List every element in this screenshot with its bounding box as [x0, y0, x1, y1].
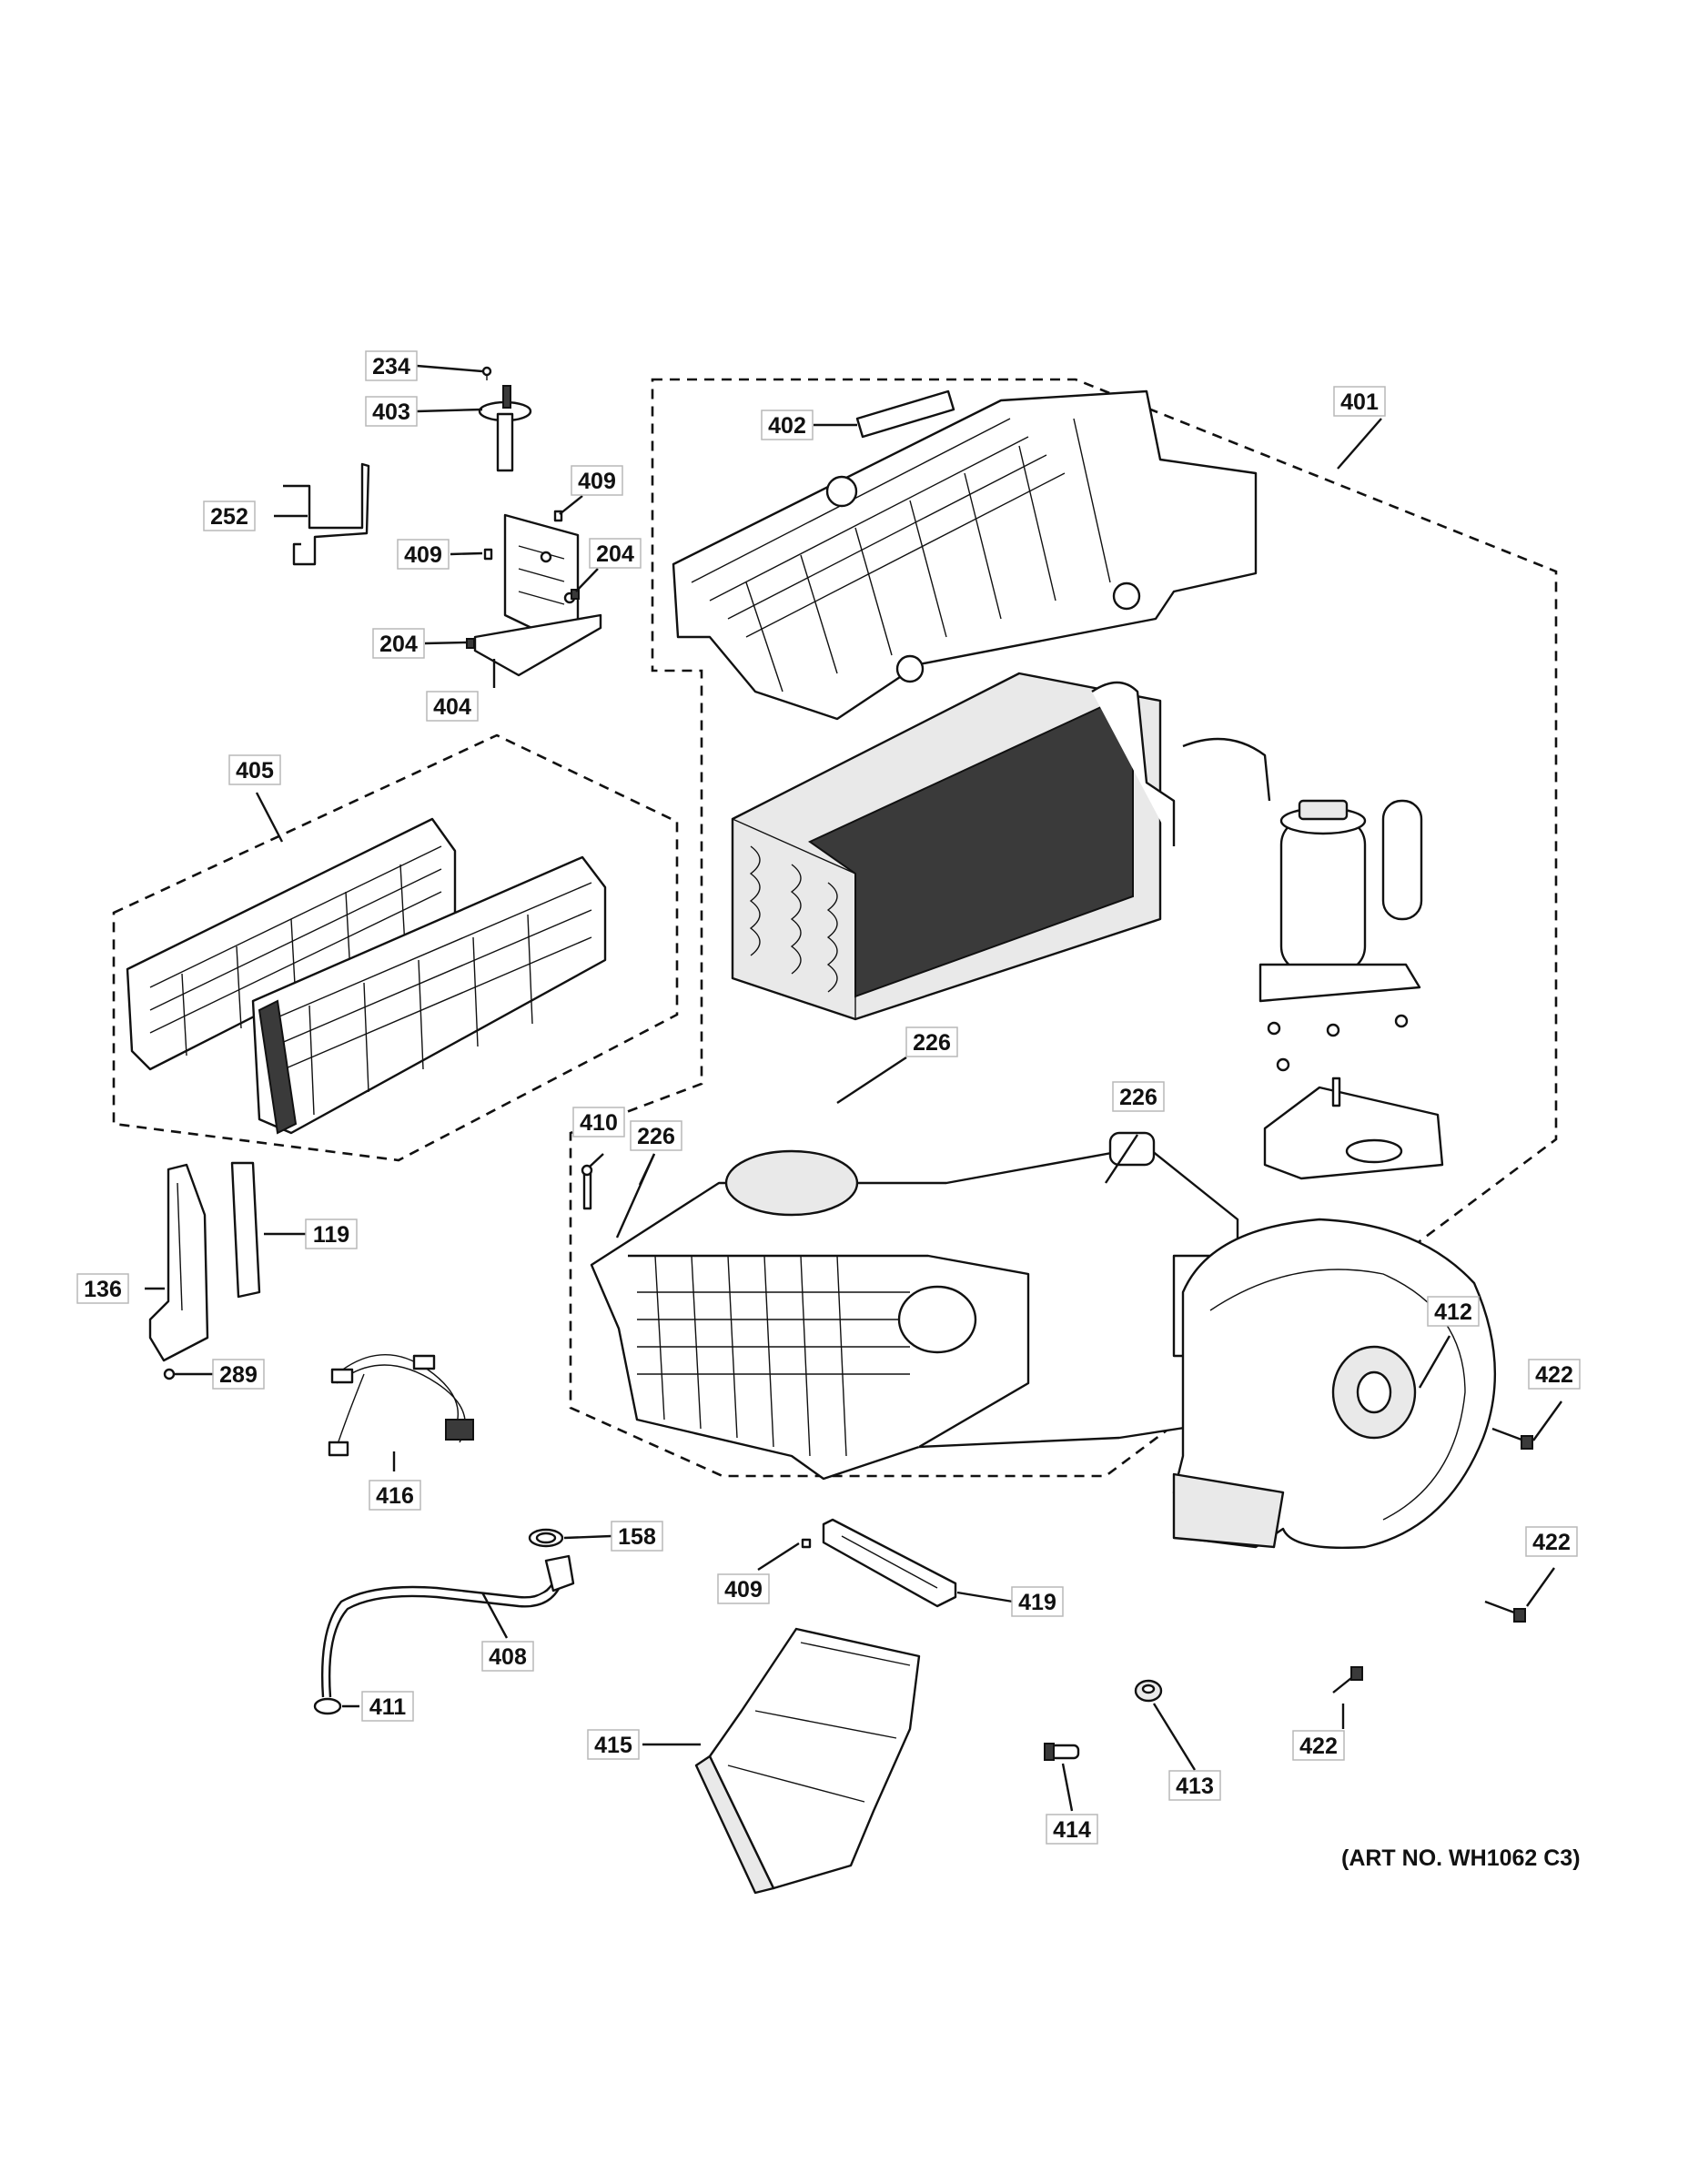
callout-119: 119	[305, 1218, 358, 1249]
bracket-419	[822, 1518, 957, 1608]
screw-409-mid	[483, 548, 493, 561]
svg-text:204: 204	[596, 541, 634, 567]
callout-204-left: 204	[372, 628, 425, 659]
clamp-158	[528, 1528, 564, 1548]
svg-text:252: 252	[210, 504, 248, 530]
callout-414: 414	[1046, 1814, 1098, 1845]
callout-410: 410	[572, 1107, 625, 1138]
svg-text:226: 226	[637, 1124, 675, 1149]
screw-204-right	[571, 589, 580, 600]
callout-422-low: 422	[1292, 1730, 1345, 1761]
callout-412: 412	[1427, 1296, 1480, 1327]
heat-exchanger-coil	[731, 672, 1271, 1021]
grommet-413	[1134, 1679, 1163, 1703]
filter-405-front	[251, 855, 607, 1135]
foam-strip-402	[855, 389, 955, 439]
svg-text:408: 408	[489, 1644, 527, 1670]
callout-402: 402	[761, 410, 814, 440]
callout-416: 416	[369, 1480, 421, 1511]
svg-text:226: 226	[913, 1030, 951, 1056]
svg-text:422: 422	[1535, 1362, 1573, 1388]
callout-226-top: 226	[905, 1026, 958, 1057]
callout-409-mid: 409	[397, 539, 450, 570]
screw-409-upper	[553, 510, 563, 522]
screw-422-top	[1491, 1427, 1533, 1450]
sensor-403	[478, 385, 532, 472]
screw-289	[163, 1368, 176, 1380]
bracket-404	[473, 513, 602, 677]
callout-226-left: 226	[630, 1120, 682, 1151]
screw-422-mid	[1484, 1600, 1526, 1623]
svg-text:234: 234	[372, 354, 410, 379]
svg-text:204: 204	[379, 632, 418, 657]
callout-234: 234	[365, 350, 418, 381]
blower-housing-412	[1172, 1218, 1497, 1550]
leader-lines	[145, 364, 1562, 1812]
callout-158: 158	[611, 1521, 663, 1552]
clamp-411	[313, 1697, 342, 1715]
svg-text:405: 405	[236, 758, 274, 784]
svg-text:413: 413	[1176, 1774, 1214, 1799]
callout-405: 405	[228, 754, 281, 785]
callout-204-right: 204	[589, 538, 642, 569]
bracket-252	[283, 462, 370, 566]
wire-harness-416	[328, 1353, 474, 1457]
svg-text:409: 409	[578, 469, 616, 494]
screw-234	[481, 366, 492, 380]
screw-409-lower	[801, 1538, 812, 1549]
group-outline-401	[569, 378, 1558, 1478]
callout-401: 401	[1333, 386, 1386, 417]
callout-403: 403	[365, 396, 418, 427]
svg-text:412: 412	[1434, 1299, 1472, 1325]
svg-text:414: 414	[1053, 1817, 1091, 1843]
callout-409-lower: 409	[717, 1573, 770, 1604]
screw-422-low	[1332, 1666, 1363, 1694]
svg-text:158: 158	[618, 1524, 656, 1550]
svg-text:410: 410	[580, 1110, 618, 1136]
callout-419: 419	[1011, 1586, 1064, 1617]
svg-text:422: 422	[1532, 1530, 1571, 1555]
compressor-base-plate	[1263, 1077, 1444, 1180]
callout-408: 408	[481, 1641, 534, 1672]
hose-408	[320, 1554, 575, 1698]
callout-409-upper: 409	[571, 465, 623, 496]
svg-text:404: 404	[433, 694, 471, 720]
base-pan-226	[590, 1131, 1239, 1481]
svg-text:409: 409	[724, 1577, 763, 1603]
callout-411: 411	[361, 1691, 414, 1722]
svg-text:415: 415	[594, 1733, 632, 1758]
svg-text:419: 419	[1018, 1590, 1056, 1615]
svg-text:403: 403	[372, 399, 410, 425]
svg-text:422: 422	[1299, 1734, 1338, 1759]
svg-text:289: 289	[219, 1362, 258, 1388]
group-outline-405	[112, 733, 679, 1162]
duct-136	[148, 1163, 209, 1362]
sensor-414	[1044, 1743, 1080, 1761]
callout-289: 289	[212, 1359, 265, 1390]
callout-413: 413	[1168, 1770, 1221, 1801]
screw-410	[581, 1164, 593, 1210]
housing-cover-401	[672, 389, 1258, 721]
compressor	[1258, 799, 1423, 1072]
svg-text:136: 136	[84, 1277, 122, 1302]
callout-226-right: 226	[1112, 1081, 1165, 1112]
callout-415: 415	[587, 1729, 640, 1760]
callout-422-mid: 422	[1525, 1526, 1578, 1557]
callout-404: 404	[426, 691, 479, 722]
svg-text:119: 119	[313, 1222, 349, 1248]
art-number: (ART NO. WH1062 C3)	[1341, 1845, 1581, 1871]
svg-text:401: 401	[1340, 389, 1379, 415]
screw-204-left	[466, 638, 475, 649]
callout-422-top: 422	[1528, 1359, 1581, 1390]
svg-text:402: 402	[768, 413, 806, 439]
gasket-119	[230, 1161, 261, 1299]
svg-text:226: 226	[1119, 1085, 1157, 1110]
svg-text:416: 416	[376, 1483, 414, 1509]
duct-415	[694, 1627, 921, 1895]
svg-text:411: 411	[369, 1694, 406, 1720]
callout-136: 136	[76, 1273, 129, 1304]
svg-text:409: 409	[404, 542, 442, 568]
callout-252: 252	[203, 500, 256, 531]
